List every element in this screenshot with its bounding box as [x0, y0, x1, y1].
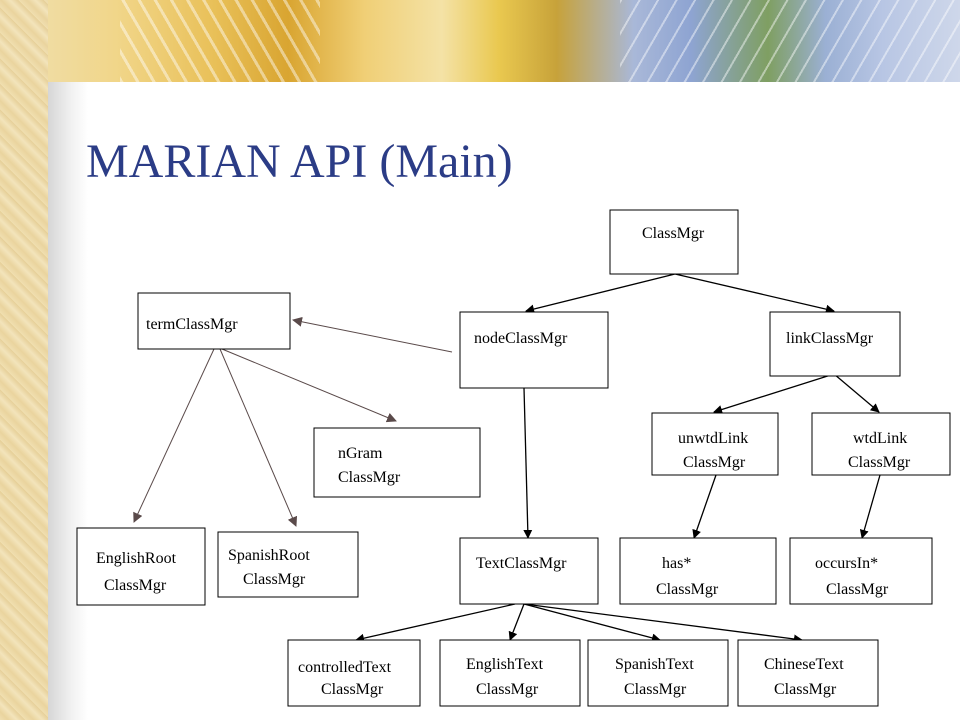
arrow-class-mgr-to-link-class-mgr [674, 273, 835, 314]
class-box-term-class-mgr: termClassMgr [137, 292, 291, 350]
class-boxes: ClassMgr termClassMgr nodeClassMgr linkClas… [76, 209, 951, 707]
class-box-border [587, 639, 729, 707]
class-box-border [459, 537, 599, 605]
class-box-label: ClassMgr [338, 469, 401, 486]
class-box-border [651, 412, 779, 476]
class-box-border [619, 537, 777, 605]
class-box-label: nodeClassMgr [474, 330, 568, 347]
class-box-border [789, 537, 933, 605]
class-box-label: linkClassMgr [786, 330, 874, 347]
banner-texture [120, 0, 320, 82]
class-box-label: occursIn* [815, 555, 878, 572]
arrow-term-class-mgr-to-spanish-root [219, 348, 298, 527]
class-box-border [769, 311, 901, 377]
class-box-label: ClassMgr [826, 581, 889, 598]
class-box-label: ClassMgr [476, 681, 539, 698]
class-box-label: nGram [338, 445, 383, 462]
decorative-left-strip [0, 0, 48, 720]
class-box-occurs-in: occursIn* ClassMgr [789, 537, 933, 605]
class-box-label: ClassMgr [104, 577, 167, 594]
connectors [133, 273, 881, 644]
class-box-node-class-mgr: nodeClassMgr [459, 311, 609, 389]
class-box-label: has* [662, 555, 691, 572]
class-box-border [217, 531, 359, 598]
class-box-label: ClassMgr [243, 571, 306, 588]
decorative-banner [0, 0, 960, 82]
class-box-border [137, 292, 291, 350]
class-box-border [439, 639, 581, 707]
class-box-label: EnglishText [466, 656, 544, 673]
arrow-text-class-mgr-to-spanish-text [523, 603, 661, 643]
decorative-shadow [48, 82, 88, 720]
arrow-wtd-link-to-occurs-in [859, 474, 881, 539]
arrow-node-class-mgr-to-text-class-mgr [523, 387, 533, 539]
class-box-text-class-mgr: TextClassMgr [459, 537, 599, 605]
class-box-label: unwtdLink [678, 430, 748, 447]
class-box-label: ClassMgr [774, 681, 837, 698]
arrow-unwtd-link-to-has [692, 474, 717, 539]
class-box-label: ClassMgr [321, 681, 384, 698]
arrow-term-class-mgr-to-english-root [133, 348, 215, 523]
class-box-label: ClassMgr [624, 681, 687, 698]
class-box-label: ClassMgr [848, 454, 911, 471]
arrow-link-class-mgr-to-unwtd-link [713, 373, 835, 414]
class-box-label: controlledText [298, 659, 392, 676]
arrow-text-class-mgr-to-chinese-text [523, 603, 803, 644]
class-box-label: ChineseText [764, 656, 844, 673]
banner-texture [620, 0, 960, 82]
class-box-label: SpanishText [615, 656, 694, 673]
arrow-text-class-mgr-to-english-text [508, 603, 525, 641]
class-box-label: ClassMgr [656, 581, 719, 598]
class-box-label: ClassMgr [642, 225, 705, 242]
class-box-border [76, 527, 206, 606]
class-box-border [313, 427, 481, 498]
arrow-text-class-mgr-to-controlled-text [355, 603, 516, 643]
class-box-label: termClassMgr [146, 316, 238, 333]
class-box-label: TextClassMgr [476, 555, 567, 572]
class-box-label: EnglishRoot [96, 550, 177, 567]
class-box-border [459, 311, 609, 389]
class-box-label: SpanishRoot [228, 547, 310, 564]
class-box-link-class-mgr: linkClassMgr [769, 311, 901, 377]
class-box-class-mgr: ClassMgr [609, 209, 739, 275]
arrow-link-class-mgr-to-wtd-link [833, 373, 880, 413]
slide-title: MARIAN API (Main) [86, 135, 513, 188]
class-box-border [287, 639, 421, 707]
class-box-label: wtdLink [853, 430, 907, 447]
arrow-term-class-mgr-to-ngram [221, 348, 397, 423]
class-box-border [609, 209, 739, 275]
arrow-class-mgr-to-node-class-mgr [525, 273, 676, 314]
class-box-has: has* ClassMgr [619, 537, 777, 605]
arrow-node-class-mgr-to-term-class-mgr [292, 316, 453, 353]
class-box-border [737, 639, 879, 707]
class-box-label: ClassMgr [683, 454, 746, 471]
class-box-border [811, 412, 951, 476]
